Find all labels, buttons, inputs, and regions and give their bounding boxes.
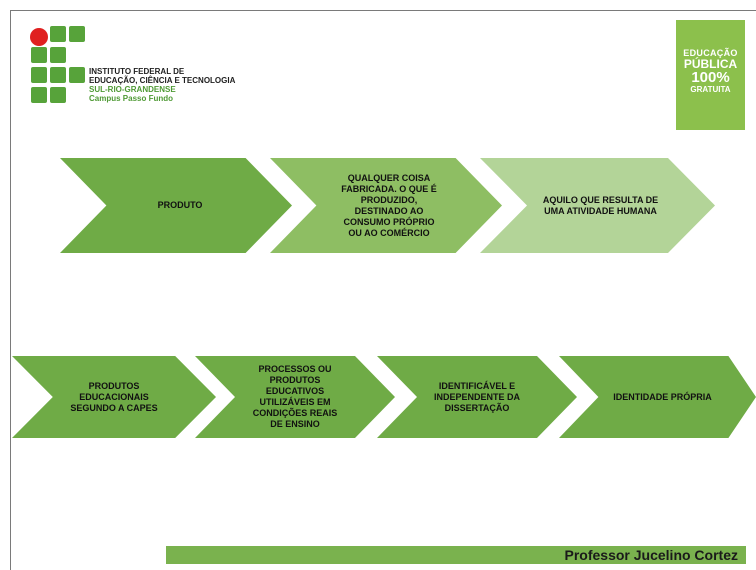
institute-name-line1: INSTITUTO FEDERAL DE — [89, 67, 185, 76]
chevron-label: IDENTIDADE PRÓPRIA — [613, 391, 712, 402]
institute-logo-icon — [27, 26, 187, 116]
badge-line4: GRATUITA — [690, 85, 731, 94]
chevron-result: AQUILO QUE RESULTA DE UMA ATIVIDADE HUMA… — [480, 158, 715, 253]
chevron-produtos-educacionais: PRODUTOS EDUCACIONAIS SEGUNDO A CAPES — [12, 356, 216, 438]
slide-left-border — [10, 10, 11, 570]
chevron-label: AQUILO QUE RESULTA DE UMA ATIVIDADE HUMA… — [542, 194, 659, 216]
slide-top-border — [10, 10, 756, 11]
chevron-identidade: IDENTIDADE PRÓPRIA — [559, 356, 756, 438]
badge-line3: 100% — [691, 69, 730, 86]
institute-name-line3: SUL-RIO-GRANDENSE — [89, 85, 176, 94]
institute-campus: Campus Passo Fundo — [89, 94, 174, 103]
footer-author: Professor Jucelino Cortez — [564, 547, 739, 563]
chevron-produto: PRODUTO — [60, 158, 292, 253]
institute-name-line2: EDUCAÇÃO, CIÊNCIA E TECNOLOGIA — [89, 76, 236, 85]
chevron-label: PRODUTOS EDUCACIONAIS SEGUNDO A CAPES — [70, 380, 158, 413]
chevron-definition: QUALQUER COISA FABRICADA. O QUE É PRODUZ… — [270, 158, 502, 253]
chevron-label: PROCESSOS OU PRODUTOS EDUCATIVOS UTILIZÁ… — [252, 364, 338, 429]
footer-bar: Professor Jucelino Cortez — [166, 546, 746, 564]
badge-line1: EDUCAÇÃO — [683, 48, 738, 58]
logo-red-circle — [30, 28, 48, 46]
chevron-identificavel: IDENTIFICÁVEL E INDEPENDENTE DA DISSERTA… — [377, 356, 577, 438]
badge-line2: PÚBLICA — [683, 57, 738, 71]
chevron-label: PRODUTO — [157, 200, 203, 210]
chevron-processos: PROCESSOS OU PRODUTOS EDUCATIVOS UTILIZÁ… — [195, 356, 395, 438]
public-education-badge: EDUCAÇÃO PÚBLICA 100% GRATUITA — [676, 20, 745, 130]
chevron-label: IDENTIFICÁVEL E INDEPENDENTE DA DISSERTA… — [433, 380, 520, 413]
institute-name: INSTITUTO FEDERAL DE EDUCAÇÃO, CIÊNCIA E… — [89, 67, 235, 103]
chevron-label: QUALQUER COISA FABRICADA. O QUE É PRODUZ… — [341, 172, 437, 238]
